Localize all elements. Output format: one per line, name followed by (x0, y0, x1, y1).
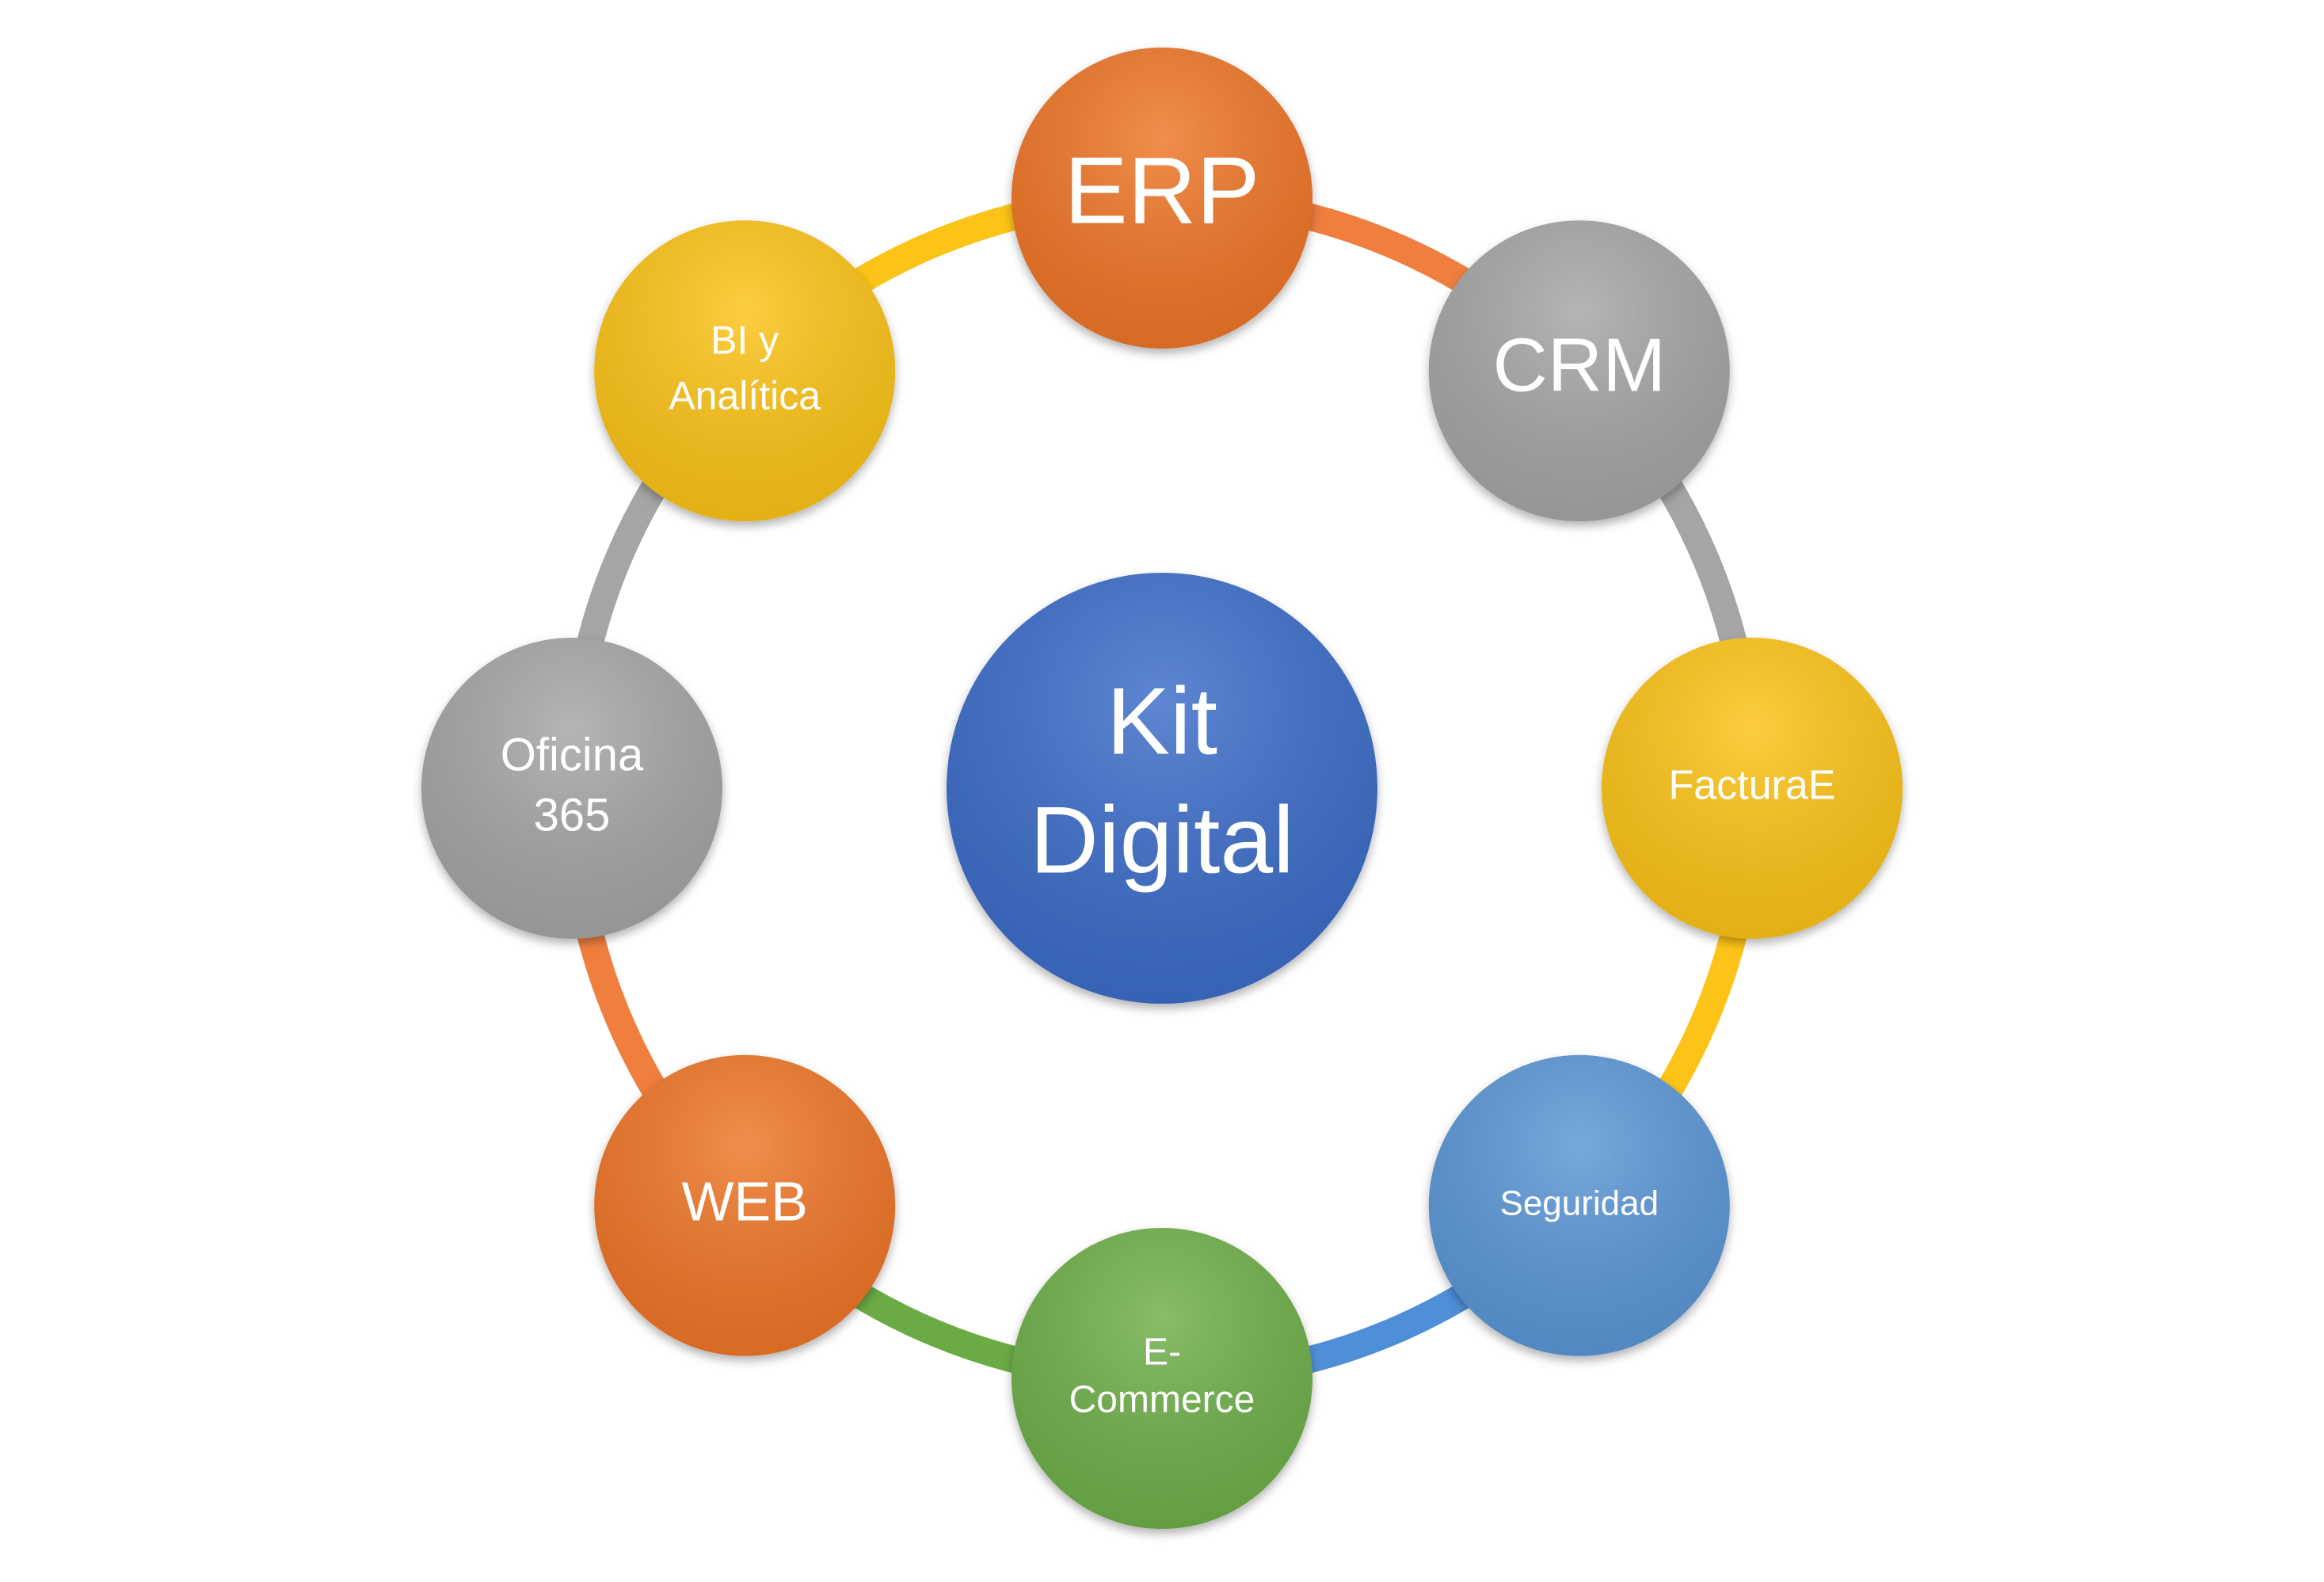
node-crm-label-line-1: CRM (1492, 323, 1666, 408)
node-web-shading (594, 1054, 896, 1356)
node-bi-analitica-shading (594, 220, 896, 522)
node-erp-label-line-1: ERP (1065, 138, 1260, 244)
node-bi-analitica-label-line-1: BI y (711, 318, 779, 362)
node-facturae-shading (1602, 638, 1903, 939)
node-web: WEB (594, 1054, 896, 1356)
node-oficina365-label-line-1: Oficina (501, 729, 644, 780)
node-ecommerce-label-line-1: E- (1143, 1332, 1181, 1374)
node-crm-shading (1428, 220, 1730, 522)
node-seguridad: Seguridad (1428, 1054, 1730, 1356)
node-seguridad-label-line-1: Seguridad (1499, 1184, 1659, 1222)
node-web-label-line-1: WEB (681, 1170, 807, 1232)
node-oficina365: Oficina 365 (421, 638, 722, 939)
node-ecommerce-shading (1012, 1228, 1312, 1529)
node-bi-analitica: BI y Analítica (594, 220, 896, 522)
node-bi-analitica-label-line-2: Analítica (669, 373, 821, 417)
node-erp: ERP (1012, 48, 1312, 349)
node-seguridad-shading (1428, 1054, 1730, 1356)
node-crm: CRM (1428, 220, 1730, 522)
node-facturae: FacturaE (1602, 638, 1903, 939)
center-label-line-2: Digital (1030, 787, 1293, 894)
node-ecommerce: E- Commerce (1012, 1228, 1312, 1529)
node-oficina365-shading (421, 638, 722, 939)
node-erp-shading (1012, 48, 1312, 349)
node-facturae-label-line-1: FacturaE (1669, 763, 1836, 809)
node-oficina365-label-line-2: 365 (534, 789, 611, 841)
center-circle-shading (947, 573, 1377, 1004)
center-label-line-1: Kit (1107, 669, 1217, 775)
node-ecommerce-label-line-2: Commerce (1069, 1379, 1255, 1421)
